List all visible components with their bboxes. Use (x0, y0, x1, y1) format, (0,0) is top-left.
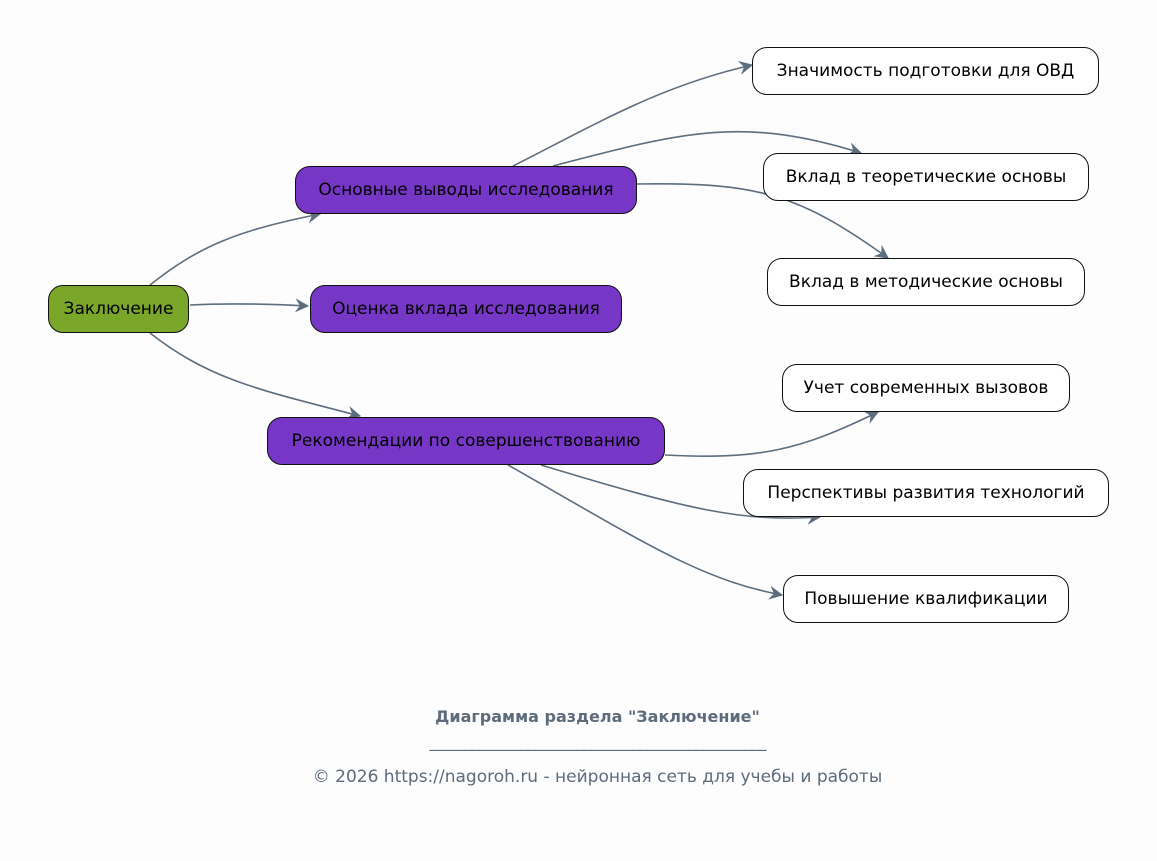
node-root: Заключение (48, 285, 189, 333)
edge-b3-l6 (507, 464, 784, 600)
divider: ________________________________________… (429, 732, 767, 751)
edge-root-b2 (189, 298, 310, 313)
node-leaf-ovd-significance: Значимость подготовки для ОВД (752, 47, 1099, 95)
copyright: © 2026 https://nagoroh.ru - нейронная се… (312, 767, 883, 787)
node-contribution-assessment: Оценка вклада исследования (310, 285, 622, 333)
node-leaf-tech-prospects: Перспективы развития технологий (743, 469, 1109, 517)
node-label: Оценка вклада исследования (332, 299, 600, 319)
node-label: Вклад в теоретические основы (785, 167, 1067, 187)
edge-b1-l2 (552, 130, 863, 167)
edge-root-b3 (149, 332, 362, 420)
node-label: Основные выводы исследования (318, 180, 614, 200)
edge-b1-l1 (512, 61, 754, 167)
node-leaf-modern-challenges: Учет современных вызовов (782, 364, 1070, 412)
edge-b3-l5 (540, 464, 822, 525)
node-label: Перспективы развития технологий (767, 483, 1085, 503)
node-leaf-theoretical: Вклад в теоретические основы (763, 153, 1089, 201)
node-leaf-methodical: Вклад в методические основы (767, 258, 1085, 306)
node-recommendations: Рекомендации по совершенствованию (267, 417, 665, 465)
node-label: Повышение квалификации (804, 589, 1048, 609)
node-leaf-qualification: Повышение квалификации (783, 575, 1069, 623)
edge-b3-l4 (664, 411, 880, 457)
diagram-title: Диаграмма раздела "Заключение" (435, 707, 760, 726)
node-label: Заключение (63, 299, 174, 319)
node-label: Учет современных вызовов (803, 378, 1049, 398)
node-label: Значимость подготовки для ОВД (776, 61, 1075, 81)
node-main-findings: Основные выводы исследования (295, 166, 637, 214)
node-label: Рекомендации по совершенствованию (291, 431, 641, 451)
node-label: Вклад в методические основы (789, 272, 1063, 292)
edge-root-b1 (149, 209, 322, 286)
